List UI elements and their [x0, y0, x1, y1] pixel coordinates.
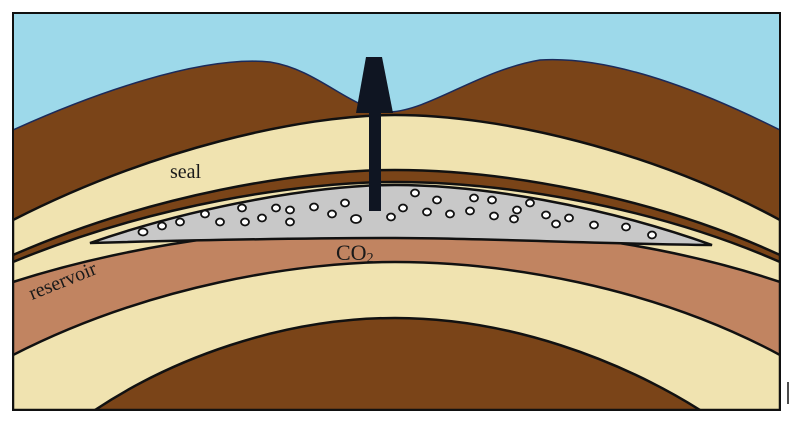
co2-bubble: [509, 214, 519, 224]
co2-bubble: [551, 219, 561, 229]
co2-bubble: [340, 198, 350, 208]
co2-bubble: [240, 217, 250, 227]
co2-bubble: [647, 230, 657, 240]
co2-label: CO2: [336, 240, 374, 266]
co2-bubble: [257, 213, 267, 223]
basement-dome: [92, 316, 703, 410]
co2-bubble: [285, 217, 295, 227]
co2-bubble: [445, 209, 455, 219]
co2-bubble: [309, 202, 319, 212]
wellhead: [356, 57, 393, 113]
co2-bubbles: [137, 188, 657, 240]
co2-bubble: [410, 188, 420, 198]
co2-bubble: [422, 207, 432, 217]
co2-bubble: [469, 193, 479, 203]
co2-bubble: [137, 227, 149, 237]
co2-bubble: [157, 221, 167, 231]
co2-bubble: [350, 214, 362, 224]
diagram-frame: [12, 12, 781, 411]
co2-bubble: [489, 211, 499, 221]
co2-bubble: [525, 198, 535, 208]
co2-bubble: [285, 205, 295, 215]
co2-bubble: [621, 222, 631, 232]
well-pipe: [369, 113, 381, 211]
co2-bubble: [487, 195, 497, 205]
co2-bubble: [541, 210, 551, 220]
co2-bubble: [327, 209, 337, 219]
co2-bubble: [271, 203, 281, 213]
co2-bubble: [200, 209, 210, 219]
geology-layers: [13, 13, 780, 410]
seal-label: seal: [170, 161, 202, 183]
co2-bubble: [237, 203, 247, 213]
co2-bubble: [398, 203, 408, 213]
injection-well: [356, 57, 393, 211]
co2-bubble: [564, 213, 574, 223]
co2-bubble: [589, 220, 599, 230]
co2-bubble: [465, 206, 475, 216]
co2-bubble: [512, 205, 522, 215]
co2-label-main: CO: [336, 240, 367, 265]
co2-plume: [89, 183, 713, 247]
co2-bubble: [432, 195, 442, 205]
co2-bubble: [215, 217, 225, 227]
co2-bubble: [175, 217, 185, 227]
co2-label-subscript: 2: [367, 251, 374, 266]
co2-bubble: [386, 212, 396, 222]
